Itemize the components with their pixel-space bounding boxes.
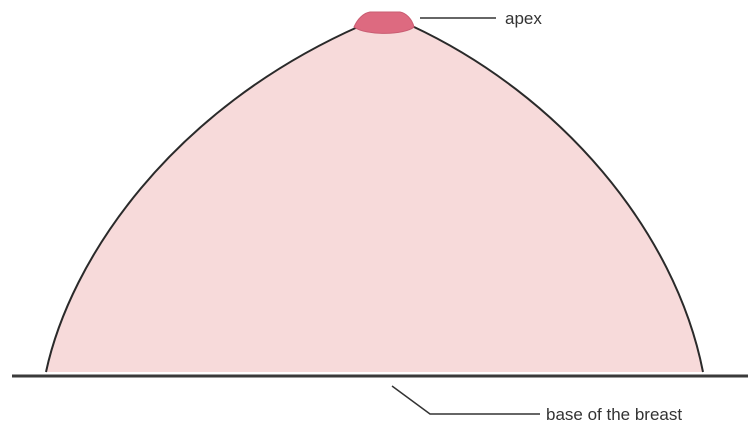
breast-outline-left xyxy=(45,25,361,373)
breast-dome xyxy=(46,26,703,372)
base-label: base of the breast xyxy=(546,405,682,424)
apex-label: apex xyxy=(505,9,542,28)
base-leader-line xyxy=(391,385,540,415)
apex-shape xyxy=(353,11,415,34)
breast-outline-right xyxy=(411,25,704,373)
